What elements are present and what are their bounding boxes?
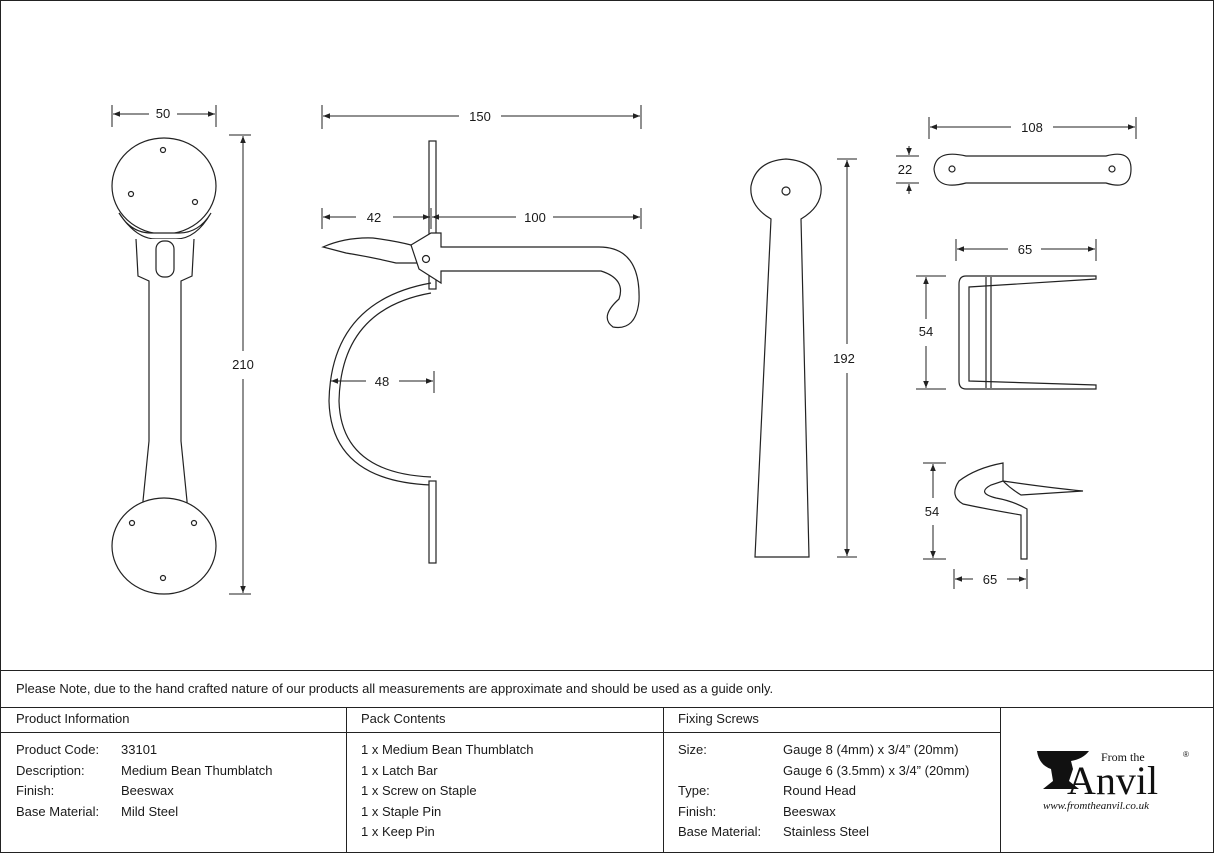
svg-text:Anvil: Anvil <box>1067 758 1158 803</box>
screw-type-label: Type: <box>678 783 710 798</box>
dim-keep-height: 54 <box>925 504 939 519</box>
dim-staple-height: 54 <box>919 324 933 339</box>
dim-side-right: 100 <box>524 210 546 225</box>
technical-drawing: 50 210 150 42 100 48 192 108 22 65 54 54… <box>111 105 1137 595</box>
dim-plate-height: 192 <box>833 351 855 366</box>
product-info-heading: Product Information <box>16 711 130 726</box>
table-top-rule <box>1 670 1213 671</box>
column-divider-3 <box>1000 707 1001 853</box>
latch-side-view <box>321 140 640 564</box>
pack-item: 1 x Keep Pin <box>361 824 435 839</box>
svg-text:®: ® <box>1183 750 1189 759</box>
column-divider-1 <box>346 707 347 853</box>
finish-label: Finish: <box>16 783 55 798</box>
keep-view <box>954 462 1084 560</box>
pack-item: 1 x Latch Bar <box>361 763 438 778</box>
latch-bar-view <box>933 153 1132 186</box>
dim-bar-length: 108 <box>1021 120 1043 135</box>
note-rule <box>1 707 1213 708</box>
base-material-label: Base Material: <box>16 804 100 819</box>
dim-side-left: 42 <box>367 210 381 225</box>
staple-view <box>958 275 1097 390</box>
dim-keep-length: 65 <box>983 572 997 587</box>
anvil-icon <box>1037 751 1089 789</box>
screw-type-value: Round Head <box>783 783 856 798</box>
pack-item: 1 x Screw on Staple <box>361 783 477 798</box>
back-plate-view <box>750 158 822 558</box>
screw-finish-value: Beeswax <box>783 804 836 819</box>
pack-item: 1 x Medium Bean Thumblatch <box>361 742 534 757</box>
pack-item: 1 x Staple Pin <box>361 804 442 819</box>
handle-front-view <box>111 137 217 595</box>
screw-size-value: Gauge 8 (4mm) x 3/4” (20mm) <box>783 742 959 757</box>
dim-staple-length: 65 <box>1018 242 1032 257</box>
base-material-value: Mild Steel <box>121 804 179 819</box>
dim-handle-width: 50 <box>156 106 170 121</box>
product-code-value: 33101 <box>121 742 158 757</box>
fixing-screws-heading: Fixing Screws <box>678 711 759 726</box>
heading-rule <box>1 732 1000 733</box>
pack-contents-heading: Pack Contents <box>361 711 446 726</box>
dim-bar-width: 22 <box>898 162 912 177</box>
svg-text:From the: From the <box>1101 750 1145 764</box>
anvil-logo: From the Anvil ® www.fromtheanvil.co.uk <box>1037 750 1189 812</box>
dim-side-total: 150 <box>469 109 491 124</box>
screw-material-value: Stainless Steel <box>783 824 869 839</box>
screw-size-value-2: Gauge 6 (3.5mm) x 3/4” (20mm) <box>783 763 970 778</box>
description-value: Medium Bean Thumblatch <box>121 763 273 778</box>
screw-size-label: Size: <box>678 742 707 757</box>
svg-text:www.fromtheanvil.co.uk: www.fromtheanvil.co.uk <box>1043 800 1150 812</box>
screw-finish-label: Finish: <box>678 804 717 819</box>
product-code-label: Product Code: <box>16 742 100 757</box>
column-divider-2 <box>663 707 664 853</box>
screw-material-label: Base Material: <box>678 824 762 839</box>
dim-side-radius: 48 <box>375 374 389 389</box>
description-label: Description: <box>16 763 85 778</box>
dim-handle-height: 210 <box>232 357 254 372</box>
approximate-note: Please Note, due to the hand crafted nat… <box>16 681 774 696</box>
finish-value: Beeswax <box>121 783 174 798</box>
